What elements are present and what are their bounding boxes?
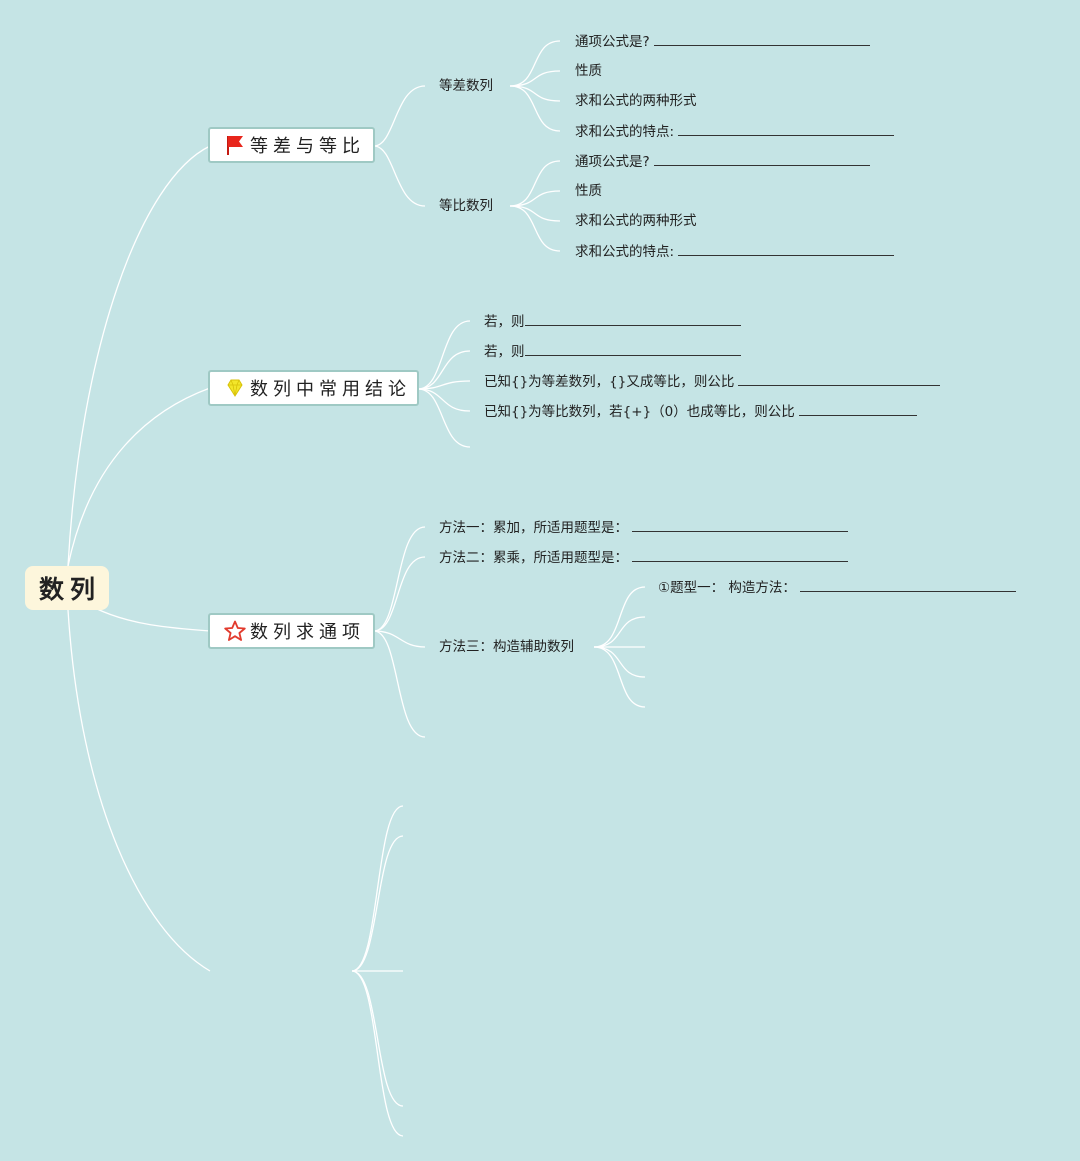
answer-blank — [524, 313, 741, 326]
answer-blank — [632, 519, 848, 532]
yellow-diamond-icon — [227, 379, 243, 397]
answer-blank — [632, 549, 848, 562]
leaf-conclusion-2[interactable]: 若，则 — [484, 343, 741, 360]
answer-blank — [653, 153, 870, 166]
leaf-method-2[interactable]: 方法二：累乘，所适用题型是： — [439, 549, 848, 566]
topic-node-common-conclusions[interactable]: 数列中常用结论 — [208, 370, 419, 406]
leaf-geo-properties[interactable]: 性质 — [575, 183, 602, 199]
leaf-conclusion-4[interactable]: 已知{}为等比数列，若{+}（0）也成等比，则公比 — [484, 403, 917, 420]
subtopic-arithmetic[interactable]: 等差数列 — [439, 78, 493, 94]
topic-node-general-term[interactable]: 数列求通项 — [208, 613, 375, 649]
leaf-geo-sum-forms[interactable]: 求和公式的两种形式 — [575, 213, 697, 229]
topic-label: 等差与等比 — [250, 136, 365, 157]
answer-blank — [524, 343, 741, 356]
leaf-geo-sum-features[interactable]: 求和公式的特点: — [575, 243, 895, 260]
red-flag-icon — [227, 136, 243, 155]
leaf-arith-sum-forms[interactable]: 求和公式的两种形式 — [575, 93, 697, 109]
leaf-geo-general-term[interactable]: 通项公式是? — [575, 153, 870, 170]
answer-blank — [653, 33, 870, 46]
topic-node-arith-geo[interactable]: 等差与等比 — [208, 127, 375, 163]
answer-blank — [738, 373, 941, 386]
leaf-arith-general-term[interactable]: 通项公式是? — [575, 33, 870, 50]
leaf-conclusion-1[interactable]: 若，则 — [484, 313, 741, 330]
connector-root-topic2 — [67, 387, 211, 567]
answer-blank — [678, 123, 895, 136]
root-label: 数列 — [38, 575, 101, 604]
answer-blank — [678, 243, 895, 256]
topic-label: 数列求通项 — [250, 622, 365, 643]
subtopic-geometric[interactable]: 等比数列 — [439, 198, 493, 214]
answer-blank — [798, 403, 917, 416]
leaf-arith-sum-features[interactable]: 求和公式的特点: — [575, 123, 895, 140]
leaf-method3-type1[interactable]: ①题型一： 构造方法： — [658, 579, 1016, 596]
leaf-method-3[interactable]: 方法三：构造辅助数列 — [439, 639, 574, 655]
connector-root-topic4 — [67, 609, 211, 972]
connector-root-topic3 — [94, 607, 211, 632]
topic-label: 数列中常用结论 — [250, 379, 411, 400]
root-node[interactable]: 数列 — [25, 566, 109, 610]
red-star-icon — [224, 620, 246, 641]
leaf-arith-properties[interactable]: 性质 — [575, 63, 602, 79]
leaf-method-1[interactable]: 方法一：累加，所适用题型是： — [439, 519, 848, 536]
leaf-conclusion-3[interactable]: 已知{}为等差数列，{}又成等比，则公比 — [484, 373, 941, 390]
answer-blank — [799, 579, 1016, 592]
connector-root-topic1 — [67, 145, 211, 567]
